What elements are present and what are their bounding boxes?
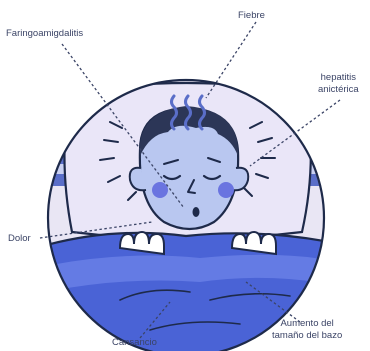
label-faringoamigdalitis: Faringoamigdalitis xyxy=(6,28,83,40)
label-cansancio: Cansancio xyxy=(112,337,157,349)
label-aumento-line2: tamaño del bazo xyxy=(272,330,342,342)
label-hepatitis: hepatitis anictérica xyxy=(318,72,359,96)
label-aumento-bazo: Aumento del tamaño del bazo xyxy=(272,318,342,342)
label-aumento-line1: Aumento del xyxy=(272,318,342,330)
left-cheek xyxy=(152,182,168,198)
mouth xyxy=(193,207,200,217)
label-hepatitis-line2: anictérica xyxy=(318,84,359,96)
label-hepatitis-line1: hepatitis xyxy=(318,72,359,84)
label-fiebre: Fiebre xyxy=(238,10,265,22)
label-dolor: Dolor xyxy=(8,233,31,245)
right-cheek xyxy=(218,182,234,198)
